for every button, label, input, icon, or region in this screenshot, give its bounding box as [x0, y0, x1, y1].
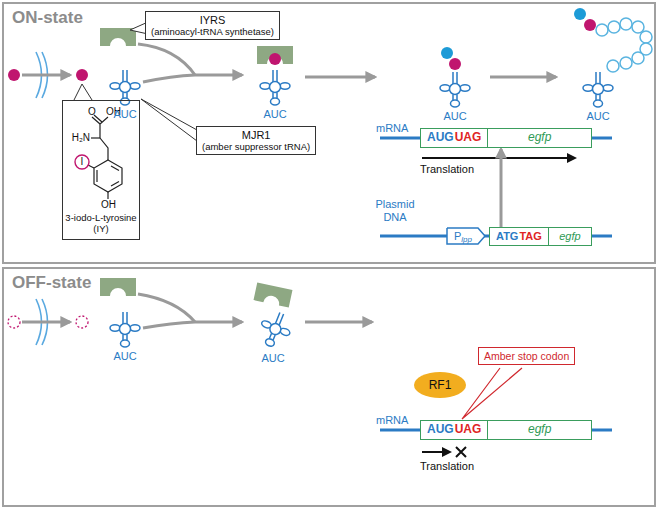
- polypeptide: [574, 8, 652, 72]
- process-arrow: [500, 149, 503, 227]
- promoter-outline: [447, 228, 485, 244]
- anticodon: AUC: [260, 108, 290, 120]
- callout-text: Amber stop codon: [484, 350, 569, 362]
- codon: TAG: [519, 228, 547, 245]
- trna-name: MJR1: [202, 129, 310, 141]
- promoter-arrow: Plpp: [446, 227, 486, 245]
- gene-name: egfp: [487, 421, 591, 439]
- callout-pointer: [462, 368, 522, 419]
- codon: UAG: [455, 421, 488, 439]
- structure-box: OOHH₂NIOH3-iodo-L-tyrosine (IY): [62, 100, 140, 240]
- trna: [583, 72, 613, 107]
- anticodon: AUC: [258, 352, 288, 364]
- promoter-subscript: lpp: [461, 235, 472, 244]
- membrane: [36, 52, 48, 345]
- panel-title: OFF-state: [12, 273, 646, 293]
- absent-molecule: [8, 316, 20, 328]
- mrna-box: AUGUAGegfp: [420, 128, 592, 148]
- state-panel: OFF-stateRF1 Amber stop codonAUGUAGegfp: [2, 267, 656, 507]
- trna-description: (amber suppressor tRNA): [202, 141, 310, 152]
- gene-name: egfp: [548, 228, 591, 245]
- codon: ATG: [490, 228, 519, 245]
- panel-title: ON-state: [12, 8, 646, 28]
- enzyme: [100, 28, 136, 46]
- iy-molecule: [8, 69, 20, 81]
- gene-box: ATGTAGegfp: [489, 227, 592, 246]
- state-panel: ON-stateIYRS(aminoacyl-tRNA synthetase) O…: [2, 2, 656, 264]
- atom-label: H₂N: [63, 132, 90, 143]
- anticodon: AUC: [583, 110, 613, 122]
- structure-formula: [75, 115, 122, 199]
- trna: [255, 308, 296, 352]
- strand-name: mRNA: [376, 122, 416, 134]
- iy-molecule: [76, 69, 88, 81]
- absent-molecule: [76, 316, 88, 328]
- codon: UAG: [455, 129, 488, 147]
- nucleic-acid-strand: [380, 138, 612, 430]
- enzyme: [257, 46, 293, 64]
- callout-box: IYRS(aminoacyl-tRNA synthetase): [145, 11, 280, 40]
- trna: [440, 72, 470, 107]
- amino-acid: [441, 47, 453, 59]
- mrna-box: AUGUAGegfp: [420, 420, 592, 440]
- callout-box: Amber stop codon: [478, 347, 575, 365]
- anticodon: AUC: [440, 110, 470, 122]
- codon: AUG: [421, 129, 455, 147]
- enzyme: [254, 282, 293, 307]
- process-label: Translation: [420, 460, 490, 472]
- compound-name: 3-iodo-L-tyrosine (IY): [63, 212, 139, 234]
- process-arrows: [22, 44, 556, 328]
- process-label: Translation: [420, 163, 490, 175]
- translation-arrow: [422, 157, 575, 159]
- strand-name: mRNA: [376, 414, 416, 426]
- trna: [110, 312, 140, 347]
- promoter-name: P: [454, 230, 461, 242]
- enzyme: [100, 278, 136, 296]
- trna: [260, 70, 290, 105]
- anticodon: AUC: [110, 108, 140, 120]
- enzyme-name: IYRS: [151, 14, 274, 26]
- atom-label: O: [88, 106, 98, 117]
- ellipse-outline: [414, 372, 466, 398]
- atom-label: I: [77, 156, 87, 167]
- callout-pointer: [74, 84, 92, 100]
- enzyme-description: (aminoacyl-tRNA synthetase): [151, 26, 274, 37]
- codon: AUG: [421, 421, 455, 439]
- atom-label: OH: [101, 199, 119, 210]
- translation-arrow: [422, 451, 450, 453]
- anticodon: AUC: [110, 350, 140, 362]
- release-factor: RF1: [413, 371, 467, 399]
- stop-cross: [456, 447, 466, 457]
- iy-molecule: [449, 58, 461, 70]
- protein-name: RF1: [429, 378, 452, 392]
- strand-name: Plasmid DNA: [366, 198, 424, 224]
- iy-molecule: [269, 53, 281, 65]
- callout-box: MJR1(amber suppressor tRNA): [196, 126, 316, 155]
- callout-pointer: [141, 99, 197, 141]
- gene-name: egfp: [487, 129, 591, 147]
